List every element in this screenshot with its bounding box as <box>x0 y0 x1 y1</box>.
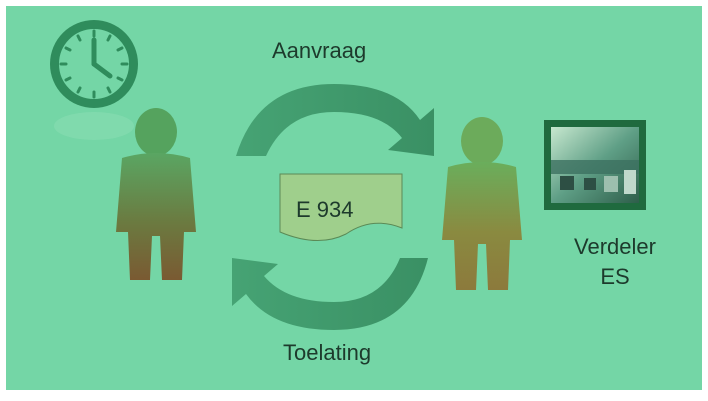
request-label: Aanvraag <box>272 38 367 63</box>
document-icon <box>279 173 403 242</box>
permit-arrow <box>232 258 428 330</box>
office-photo <box>544 120 646 210</box>
clock-icon <box>50 20 138 140</box>
sender-person-icon <box>116 108 196 280</box>
permit-label: Toelating <box>283 340 372 365</box>
distributor-label: Verdeler ES <box>560 232 670 292</box>
receiver-person-icon <box>442 117 522 290</box>
distributor-label-line1: Verdeler <box>574 234 656 259</box>
document-label: E 934 <box>296 197 354 222</box>
request-arrow <box>236 84 434 156</box>
distributor-label-line2: ES <box>600 264 630 289</box>
